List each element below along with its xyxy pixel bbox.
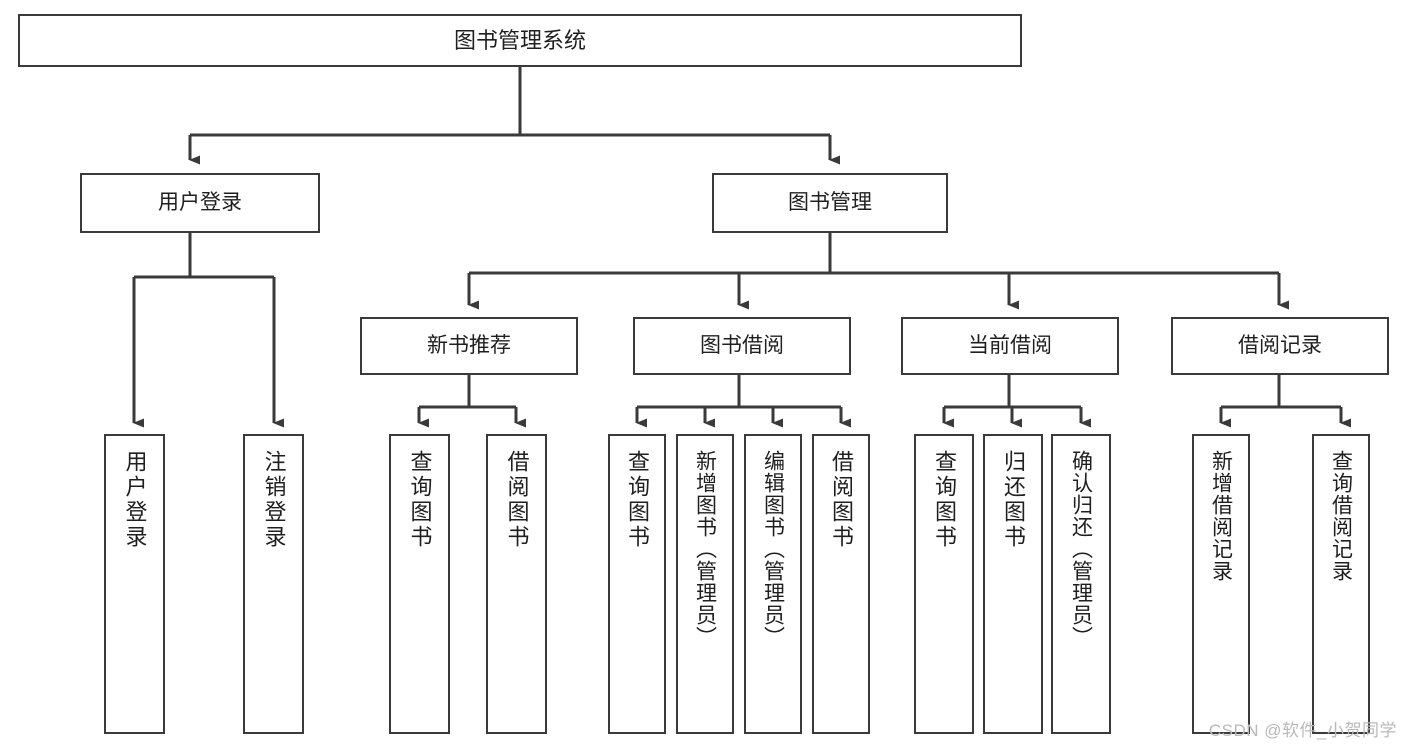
leaf-edit-book-admin[interactable]: 编辑图书（管理员） <box>744 434 802 734</box>
node-new-book-recommend[interactable]: 新书推荐 <box>360 317 578 375</box>
leaf-newbook-borrow-book-label: 借阅图书 <box>504 450 530 550</box>
leaf-borrow-book[interactable]: 借阅图书 <box>812 434 870 734</box>
leaf-newbook-query-book-label: 查询图书 <box>407 450 433 550</box>
leaf-return-book[interactable]: 归还图书 <box>983 434 1043 734</box>
leaf-user-login[interactable]: 用户登录 <box>104 434 165 734</box>
node-new-book-recommend-label: 新书推荐 <box>427 333 511 357</box>
leaf-logout-label: 注销登录 <box>261 450 287 550</box>
node-current-borrow[interactable]: 当前借阅 <box>901 317 1119 375</box>
leaf-borrow-query-book-label: 查询图书 <box>625 450 650 550</box>
leaf-logout[interactable]: 注销登录 <box>243 434 304 734</box>
node-borrow-record[interactable]: 借阅记录 <box>1171 317 1389 375</box>
leaf-newbook-query-book[interactable]: 查询图书 <box>389 434 450 734</box>
leaf-query-borrow-record-label: 查询借阅记录 <box>1329 450 1353 582</box>
leaf-newbook-borrow-book[interactable]: 借阅图书 <box>486 434 547 734</box>
node-book-management[interactable]: 图书管理 <box>712 173 948 233</box>
leaf-edit-book-admin-label: 编辑图书（管理员） <box>761 450 785 648</box>
node-book-borrow[interactable]: 图书借阅 <box>633 317 851 375</box>
node-user-login[interactable]: 用户登录 <box>80 173 320 233</box>
leaf-borrow-book-label: 借阅图书 <box>829 450 854 550</box>
leaf-add-borrow-record-label: 新增借阅记录 <box>1209 450 1233 582</box>
leaf-borrow-query-book[interactable]: 查询图书 <box>608 434 666 734</box>
leaf-return-book-label: 归还图书 <box>1001 450 1026 550</box>
node-user-login-label: 用户登录 <box>158 190 242 214</box>
leaf-current-query-book[interactable]: 查询图书 <box>914 434 974 734</box>
leaf-add-borrow-record[interactable]: 新增借阅记录 <box>1192 434 1250 734</box>
node-root-label: 图书管理系统 <box>453 27 586 53</box>
csdn-watermark: CSDN @软件_小贺同学 <box>1208 721 1397 740</box>
leaf-current-query-book-label: 查询图书 <box>932 450 957 550</box>
node-borrow-record-label: 借阅记录 <box>1238 333 1322 357</box>
leaf-confirm-return-admin[interactable]: 确认归还（管理员） <box>1051 434 1111 734</box>
leaf-add-book-admin[interactable]: 新增图书（管理员） <box>676 434 734 734</box>
node-current-borrow-label: 当前借阅 <box>968 333 1052 357</box>
node-root[interactable]: 图书管理系统 <box>18 14 1022 67</box>
leaf-add-book-admin-label: 新增图书（管理员） <box>693 450 717 648</box>
leaf-query-borrow-record[interactable]: 查询借阅记录 <box>1312 434 1370 734</box>
leaf-user-login-label: 用户登录 <box>122 450 148 550</box>
leaf-confirm-return-admin-label: 确认归还（管理员） <box>1069 450 1093 648</box>
node-book-borrow-label: 图书借阅 <box>700 333 784 357</box>
node-book-management-label: 图书管理 <box>788 190 872 214</box>
